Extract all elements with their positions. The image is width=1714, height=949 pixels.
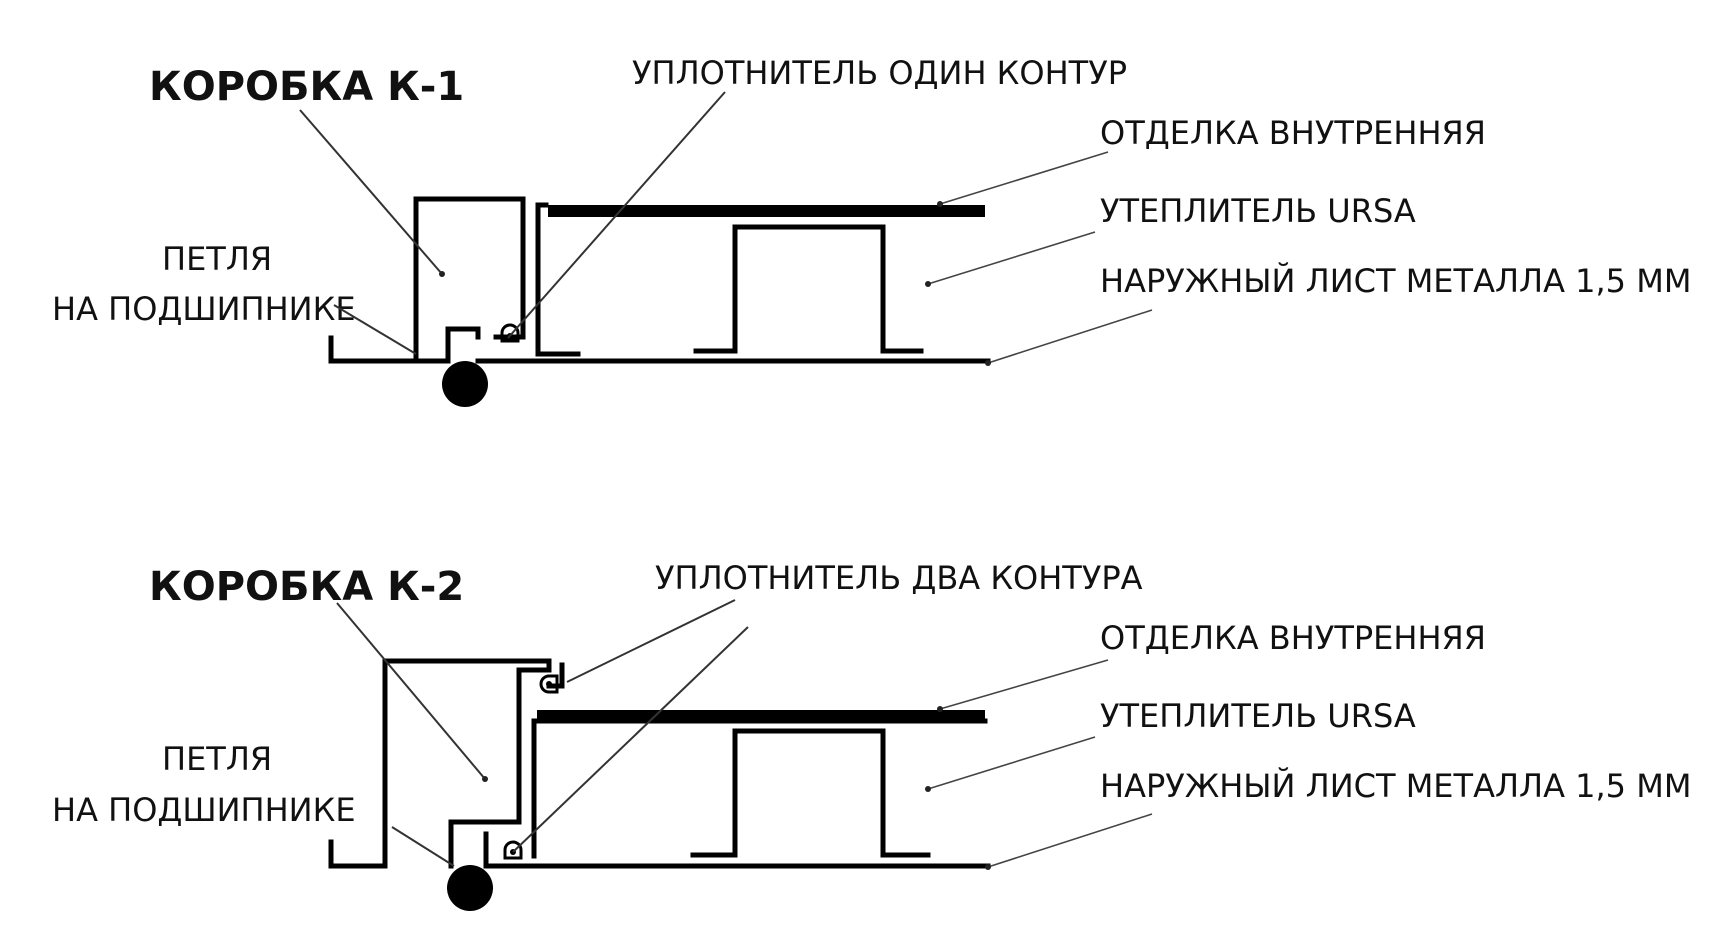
k1-insulation-leader-dot xyxy=(925,281,931,287)
k2-seal-inner-leader xyxy=(512,626,749,853)
k2-outer-sheet-leader-dot xyxy=(985,864,991,870)
k1-finish-leader xyxy=(939,151,1109,205)
k2-title-leader xyxy=(336,602,486,780)
k2-seal-label: УПЛОТНИТЕЛЬ ДВА КОНТУРА xyxy=(655,559,1143,597)
k1-hat-profile xyxy=(693,224,924,354)
k1-title: КОРОБКА К-1 xyxy=(149,64,464,110)
k1-finish-leader-dot xyxy=(937,201,943,207)
k2-hinge-leader xyxy=(391,826,455,867)
k2-finish-leader-dot xyxy=(937,706,943,712)
k1-hinge-leader xyxy=(333,304,417,355)
k2-title: КОРОБКА К-2 xyxy=(149,564,464,610)
k1-seal-leader xyxy=(507,91,726,339)
k1-hinge-icon xyxy=(442,361,488,407)
k2-frame-profile xyxy=(328,658,991,869)
k2-finish-label: ОТДЕЛКА ВНУТРЕННЯЯ xyxy=(1100,619,1486,657)
k2-outer-sheet-leader xyxy=(987,813,1153,868)
k2-hinge-label-line2: НА ПОДШИПНИКЕ xyxy=(52,791,356,829)
k1-seal-label: УПЛОТНИТЕЛЬ ОДИН КОНТУР xyxy=(632,54,1127,92)
k2-seal-outer-leader xyxy=(566,599,736,683)
k2-insulation-label: УТЕПЛИТЕЛЬ URSA xyxy=(1100,697,1416,735)
k2-finish-leader xyxy=(939,659,1109,710)
k1-title-leader xyxy=(299,109,443,275)
k1-finish-label: ОТДЕЛКА ВНУТРЕННЯЯ xyxy=(1100,114,1486,152)
k1-hinge-label-line1: ПЕТЛЯ xyxy=(162,240,272,278)
diagram-k1: КОРОБКА К-1 УПЛОТНИТЕЛЬ ОДИН КОНТУР ОТДЕ… xyxy=(52,54,1691,407)
diagram-k2: КОРОБКА К-2 УПЛОТНИТЕЛЬ ДВА КОНТУРА ОТДЕ… xyxy=(52,559,1691,911)
k2-seal-outer-icon xyxy=(539,674,559,694)
k1-outer-sheet-leader xyxy=(987,309,1153,364)
k1-title-leader-dot xyxy=(439,271,445,277)
k2-insulation-leader-dot xyxy=(925,786,931,792)
k1-hinge-label-line2: НА ПОДШИПНИКЕ xyxy=(52,290,356,328)
k1-outer-sheet-label: НАРУЖНЫЙ ЛИСТ МЕТАЛЛА 1,5 ММ xyxy=(1100,262,1691,300)
k1-insulation-leader xyxy=(927,231,1096,285)
k2-hinge-label-line1: ПЕТЛЯ xyxy=(162,740,272,778)
k2-seal-inner-icon xyxy=(503,840,523,860)
k2-insulation-leader xyxy=(927,736,1096,790)
k1-frame-profile xyxy=(328,196,991,364)
k1-insulation-label: УТЕПЛИТЕЛЬ URSA xyxy=(1100,192,1416,230)
k2-title-leader-dot xyxy=(482,776,488,782)
k2-outer-sheet-label: НАРУЖНЫЙ ЛИСТ МЕТАЛЛА 1,5 ММ xyxy=(1100,767,1691,805)
k2-hat-profile xyxy=(690,728,931,858)
k1-outer-sheet-leader-dot xyxy=(985,360,991,366)
k2-hinge-icon xyxy=(447,865,493,911)
